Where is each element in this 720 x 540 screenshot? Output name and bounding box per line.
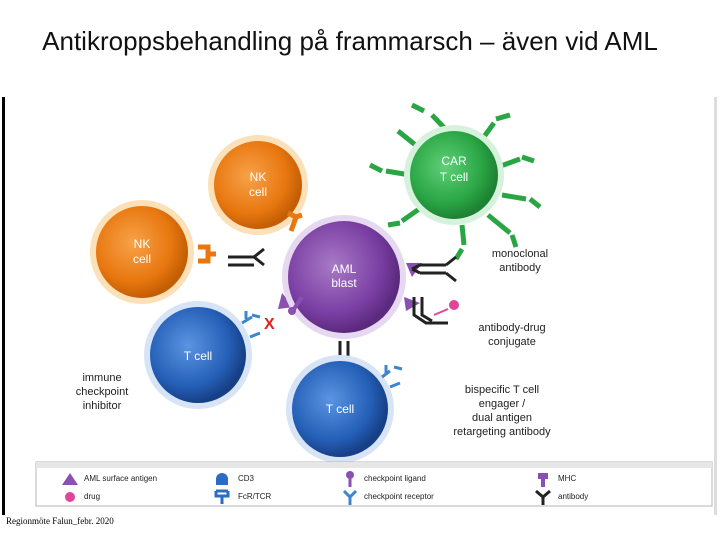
bispecific-line-2: engager / [479,398,526,410]
legend-label: antibody [558,492,588,501]
slide-title: Antikroppsbehandling på frammarsch – äve… [42,26,658,56]
footer: Regionmöte Falun_febr. 2020 [6,516,114,526]
aml-blast: AML blast [278,215,422,339]
monoclonal-line-2: antibody [499,262,541,274]
bispecific-line-4: retargeting antibody [453,426,551,438]
legend-label: checkpoint ligand [364,474,426,483]
nk-left-label-1: NK [134,237,151,251]
checkpoint-ligand-icon [346,471,354,487]
car-t-cell: CAR T cell [368,102,542,261]
mhc-icon [538,473,548,487]
t-left-label: T cell [184,349,212,363]
nk-top-label-1: NK [250,170,267,184]
adc-line-2: conjugate [488,336,536,348]
legend-label: FcR/TCR [238,492,272,501]
bispecific-line-1: bispecific T cell [465,384,539,396]
linker [433,308,449,316]
aml-surface-antigen-icon [62,473,78,485]
legend-label: AML surface antigen [84,474,157,483]
drug-icon [65,492,75,502]
nk-top-label-2: cell [249,185,267,199]
cd3-icon [216,473,228,485]
annotations: monoclonal antibody antibody-drug conjug… [76,248,551,438]
checkpoint-receptor-icon [342,489,358,505]
antibody-icon [228,247,265,267]
checkpoint-line-1: immune [82,372,121,384]
checkpoint-receptor-icon [241,311,261,339]
bispecific-line-3: dual antigen [472,412,532,424]
checkpoint-line-2: checkpoint [76,386,129,398]
legend-label: checkpoint receptor [364,492,434,501]
antibody-icon [535,489,551,505]
diagram-svg: NK cell NK cell CAR T cell [2,97,717,515]
fcr-tcr-icon [214,489,230,504]
aml-label-2: blast [331,276,357,290]
t-bottom-label: T cell [326,402,354,416]
legend-label: MHC [558,474,576,483]
drug-icon [449,300,459,310]
t-cell-bottom: T cell [286,355,403,463]
nk-cell-top: NK cell [208,135,308,235]
t-cell-left: T cell [144,301,261,409]
checkpoint-line-3: inhibitor [83,400,122,412]
fcr-receptor-icon [286,210,303,232]
adc-line-1: antibody-drug [478,322,545,334]
antibody-icon [411,255,457,283]
legend-label: drug [84,492,100,501]
monoclonal-line-1: monoclonal [492,248,548,260]
nk-left-label-2: cell [133,252,151,266]
car-label-2: T cell [440,170,468,184]
antibody-icons [228,247,457,371]
aml-label-1: AML [332,262,357,276]
immunotherapy-diagram: NK cell NK cell CAR T cell [2,97,718,515]
antibody-icon [412,297,448,325]
checkpoint-block-x: X [264,316,275,333]
fcr-receptor-icon [198,244,216,264]
frame-edge [714,97,717,515]
legend: AML surface antigen CD3 checkpoint ligan… [35,461,713,507]
checkpoint-receptor-icon [381,365,403,389]
antibody-icon [330,341,358,371]
nk-cell-left: NK cell [90,200,216,304]
legend-label: CD3 [238,474,255,483]
frame-bar [2,97,5,515]
car-label-1: CAR [441,154,467,168]
